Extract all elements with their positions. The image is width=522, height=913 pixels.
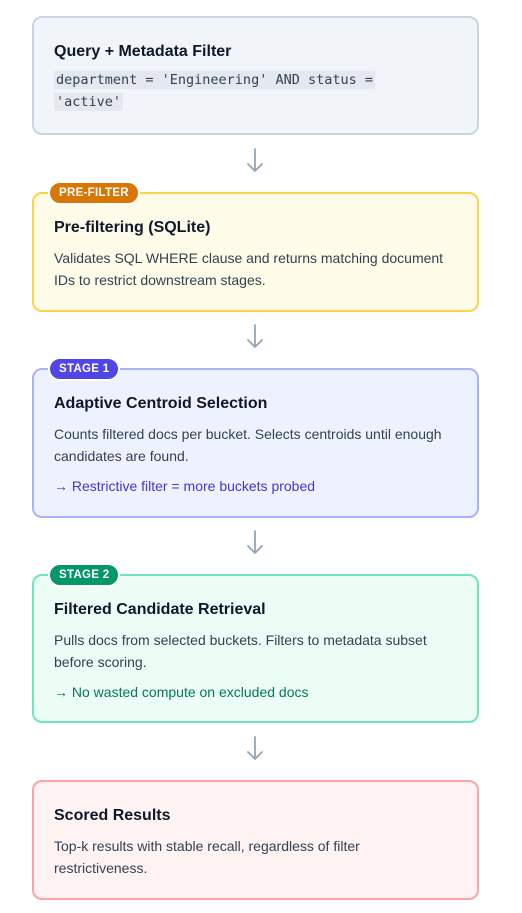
prefilter-title: Pre-filtering (SQLite) (54, 219, 211, 236)
stage1-description: Counts filtered docs per bucket. Selects… (54, 426, 442, 464)
results-description: Top-k results with stable recall, regard… (54, 838, 360, 876)
results-card: Scored Results Top-k results with stable… (32, 780, 479, 900)
arrow-down-icon (247, 148, 263, 172)
stage2-title: Filtered Candidate Retrieval (54, 601, 266, 618)
arrow-down-icon (247, 530, 263, 554)
results-title: Scored Results (54, 807, 171, 824)
arrow-down-icon (247, 736, 263, 760)
prefilter-card: Pre-filtering (SQLite) Validates SQL WHE… (32, 192, 479, 312)
prefilter-description: Validates SQL WHERE clause and returns m… (54, 250, 444, 288)
stage1-badge: STAGE 1 (48, 357, 121, 381)
stage2-description: Pulls docs from selected buckets. Filter… (54, 632, 427, 670)
query-title: Query + Metadata Filter (54, 43, 232, 60)
stage1-note: → Restrictive filter = more buckets prob… (54, 478, 316, 494)
query-code-text: department = 'Engineering' AND status = … (54, 71, 375, 111)
query-card: Query + Metadata Filter department = 'En… (32, 16, 479, 135)
stage2-badge: STAGE 2 (48, 563, 121, 587)
query-code: department = 'Engineering' AND status = … (54, 69, 400, 113)
stage2-note: → No wasted compute on excluded docs (54, 684, 309, 700)
arrow-down-icon (247, 324, 263, 348)
prefilter-badge: PRE-FILTER (48, 181, 140, 205)
stage2-card: Filtered Candidate Retrieval Pulls docs … (32, 574, 479, 723)
stage1-card: Adaptive Centroid Selection Counts filte… (32, 368, 479, 518)
stage1-title: Adaptive Centroid Selection (54, 395, 268, 412)
